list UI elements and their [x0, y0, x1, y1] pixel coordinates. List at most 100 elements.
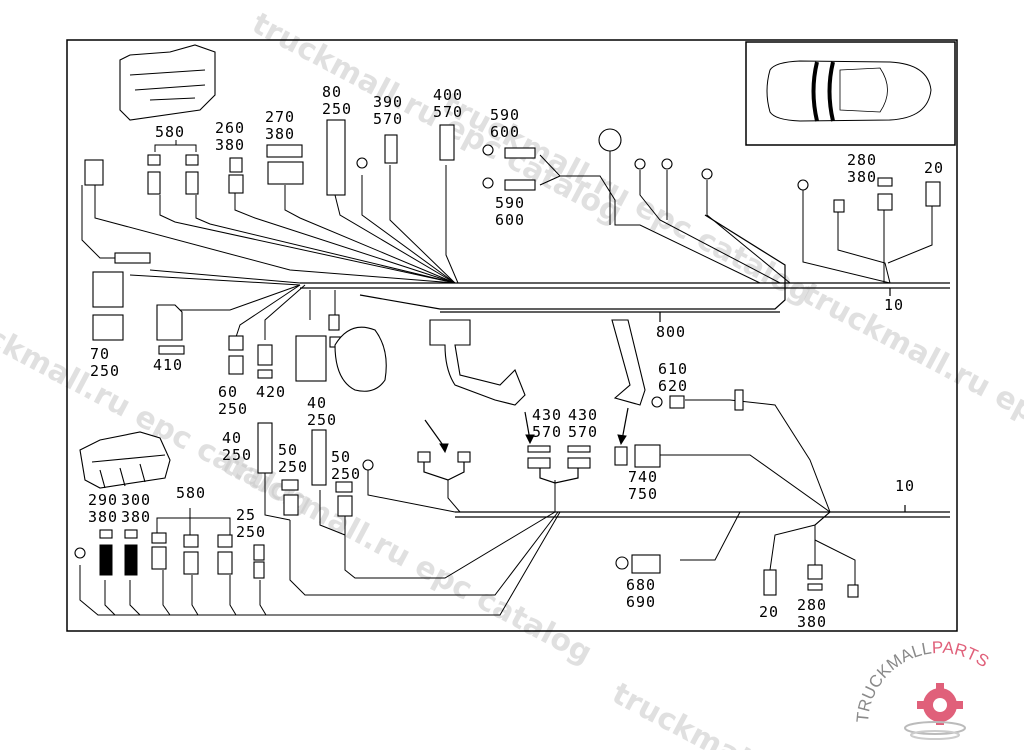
connector-icon	[228, 355, 244, 375]
connector-icon	[228, 335, 244, 351]
connector-icon	[283, 494, 299, 516]
label-380: 380	[215, 136, 245, 154]
arrows	[424, 407, 629, 454]
label-430: 430	[532, 406, 562, 424]
vehicle-locator-inset	[745, 41, 956, 146]
label-290: 290	[88, 491, 118, 509]
label-260: 260	[215, 119, 245, 137]
label-280: 280	[797, 596, 827, 614]
top-wire-fan	[81, 150, 933, 341]
connector-icon	[124, 529, 138, 539]
ring-terminal-icon	[797, 179, 809, 191]
grommet-icon	[734, 389, 744, 411]
ring-terminal-icon	[661, 158, 673, 170]
label-600: 600	[490, 123, 520, 141]
connector-icon	[439, 124, 455, 161]
label-250: 250	[236, 523, 266, 541]
label-250: 250	[222, 446, 252, 464]
connector-icon	[631, 554, 661, 574]
label-270: 270	[265, 108, 295, 126]
label-410: 410	[153, 356, 183, 374]
relay-icon	[92, 271, 124, 308]
connector-icon	[877, 177, 893, 187]
label-50: 50	[278, 441, 298, 459]
label-40: 40	[307, 394, 327, 412]
label-280: 280	[847, 151, 877, 169]
connector-icon	[99, 529, 113, 539]
svg-text:TRUCKMALLPARTS: TRUCKMALLPARTS	[853, 638, 992, 724]
label-580-top: 580	[155, 123, 185, 141]
label-390: 390	[373, 93, 403, 111]
connector-icon	[158, 345, 185, 355]
label-20: 20	[759, 603, 779, 621]
main-harness	[300, 214, 950, 518]
label-380: 380	[88, 508, 118, 526]
fuse-box-bottom	[79, 431, 171, 489]
connector-icon	[281, 479, 299, 491]
label-400: 400	[433, 86, 463, 104]
label-380: 380	[847, 168, 877, 186]
label-70: 70	[90, 345, 110, 363]
connector-icon	[384, 134, 398, 164]
connector-icon	[151, 532, 167, 544]
connector-icon	[267, 161, 304, 185]
label-60: 60	[218, 383, 238, 401]
label-680: 680	[626, 576, 656, 594]
label-570: 570	[373, 110, 403, 128]
connector-icon	[634, 444, 661, 468]
pedal-icon	[334, 326, 387, 392]
connector-icon	[185, 154, 199, 166]
label-570: 570	[433, 103, 463, 121]
pedal-icon	[611, 319, 646, 406]
connector-icon	[457, 451, 471, 463]
connector-icon	[504, 179, 536, 191]
label-250: 250	[218, 400, 248, 418]
connector-icon	[185, 171, 199, 195]
connector-icon	[156, 304, 183, 341]
connector-shapes	[74, 119, 941, 598]
connector-icon	[229, 157, 243, 173]
connector-icon	[669, 395, 685, 409]
connector-icon	[328, 314, 340, 331]
connector-icon	[763, 569, 777, 596]
label-580-bottom: 580	[176, 484, 206, 502]
connector-icon	[326, 119, 346, 196]
connector-icon	[925, 181, 941, 207]
connector-icon	[807, 583, 823, 591]
ring-terminal-icon	[362, 459, 374, 471]
label-10: 10	[884, 296, 904, 314]
connector-icon	[84, 159, 104, 186]
connector-icon	[311, 429, 327, 486]
ring-terminal-icon	[356, 157, 368, 169]
label-80: 80	[322, 83, 342, 101]
connector-icon	[217, 534, 233, 548]
connector-icon	[92, 314, 124, 341]
connector-icon	[833, 199, 845, 213]
label-420: 420	[256, 383, 286, 401]
round-connector-icon	[598, 128, 622, 152]
connector-icon	[527, 457, 551, 469]
gear-icon	[917, 683, 963, 725]
watermark-text: truckmall.ru epc catalog	[216, 446, 597, 671]
connector-icon	[482, 177, 494, 189]
connector-icon	[147, 154, 161, 166]
label-25: 25	[236, 506, 256, 524]
label-380: 380	[121, 508, 151, 526]
connector-icon	[147, 171, 161, 195]
label-590: 590	[490, 106, 520, 124]
label-300: 300	[121, 491, 151, 509]
connector-icon	[504, 147, 536, 159]
connector-icon	[847, 584, 859, 598]
connector-icon	[257, 422, 273, 474]
connector-icon	[567, 457, 591, 469]
connector-icon	[253, 561, 265, 579]
label-250: 250	[278, 458, 308, 476]
label-750: 750	[628, 485, 658, 503]
bottom-wire-fan	[79, 399, 856, 616]
label-800: 800	[656, 323, 686, 341]
connector-icon	[266, 144, 303, 158]
connector-icon	[183, 551, 199, 575]
label-430: 430	[568, 406, 598, 424]
connector-icon	[614, 446, 628, 466]
